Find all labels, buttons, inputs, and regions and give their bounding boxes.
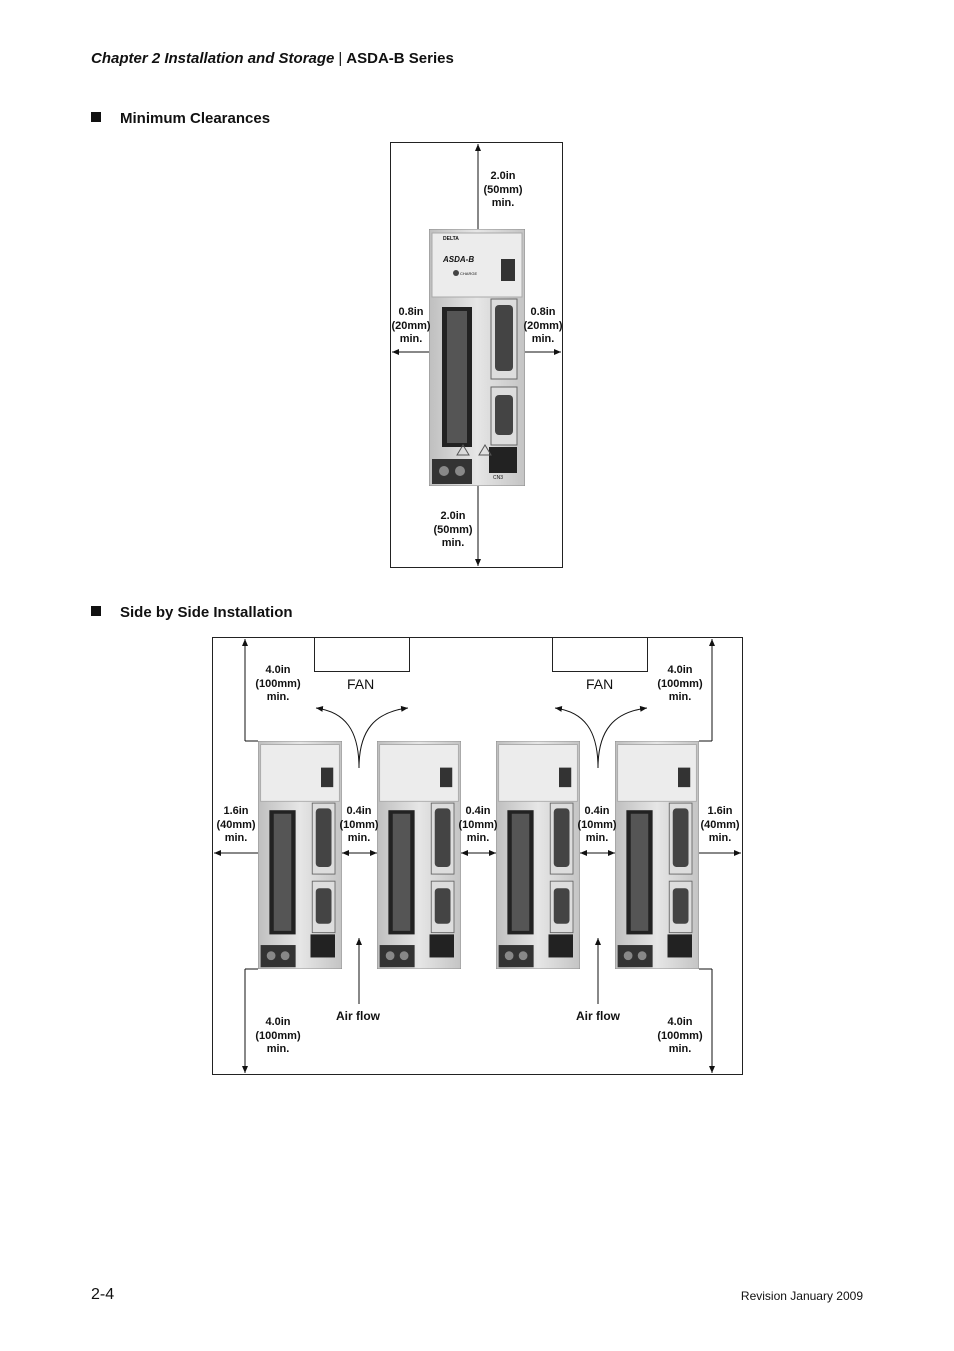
series-title: ASDA-B Series <box>346 50 454 67</box>
chapter-header: Chapter 2 Installation and Storage|ASDA-… <box>91 50 454 67</box>
servo-drive <box>429 229 525 486</box>
gap-1-clearance-label: 0.4in(10mm)min. <box>339 805 379 844</box>
clearance-bottom-label: 2.0in(50mm)min. <box>433 510 473 549</box>
clearance-left-label: 0.8in(20mm)min. <box>391 306 431 345</box>
fan-box-left <box>314 637 410 672</box>
fan-label-left: FAN <box>347 676 375 692</box>
top-left-clearance-label: 4.0in(100mm)min. <box>255 664 301 703</box>
revision-date: Revision January 2009 <box>740 1289 863 1303</box>
section-title: Side by Side Installation <box>120 604 293 621</box>
fan-box-right <box>552 637 648 672</box>
drive-brand: DELTA <box>443 236 459 242</box>
gap-3-clearance-label: 0.4in(10mm)min. <box>577 805 617 844</box>
drive-model: ASDA-B <box>443 255 475 264</box>
section-title: Minimum Clearances <box>120 110 271 127</box>
side-by-side-diagram-frame <box>212 637 743 1075</box>
clearance-diagram-frame <box>390 142 563 568</box>
airflow-label-right: Air flow <box>576 1009 620 1023</box>
bottom-left-clearance-label: 4.0in(100mm)min. <box>255 1016 301 1055</box>
side-left-clearance-label: 1.6in(40mm)min. <box>216 805 256 844</box>
top-right-clearance-label: 4.0in(100mm)min. <box>657 664 703 703</box>
drive-charge: CHARGE <box>460 271 478 276</box>
page-number: 2-4 <box>91 1286 115 1303</box>
clearance-top-label: 2.0in(50mm)min. <box>483 170 523 209</box>
side-right-clearance-label: 1.6in(40mm)min. <box>700 805 740 844</box>
section-heading-minimum-clearances: Minimum Clearances <box>91 110 270 127</box>
gap-2-clearance-label: 0.4in(10mm)min. <box>458 805 498 844</box>
airflow-label-left: Air flow <box>336 1009 380 1023</box>
servo-drive-2 <box>377 741 461 969</box>
servo-drive-4 <box>615 741 699 969</box>
clearance-right-label: 0.8in(20mm)min. <box>523 306 563 345</box>
servo-drive-1 <box>258 741 342 969</box>
chapter-title: Chapter 2 Installation and Storage <box>91 50 335 67</box>
header-separator: | <box>338 50 343 67</box>
section-heading-side-by-side: Side by Side Installation <box>91 604 293 621</box>
fan-label-right: FAN <box>586 676 614 692</box>
servo-drive-3 <box>496 741 580 969</box>
bullet-square-icon <box>91 606 101 616</box>
bullet-square-icon <box>91 112 101 122</box>
bottom-right-clearance-label: 4.0in(100mm)min. <box>657 1016 703 1055</box>
drive-cn3: CN3 <box>493 475 504 481</box>
